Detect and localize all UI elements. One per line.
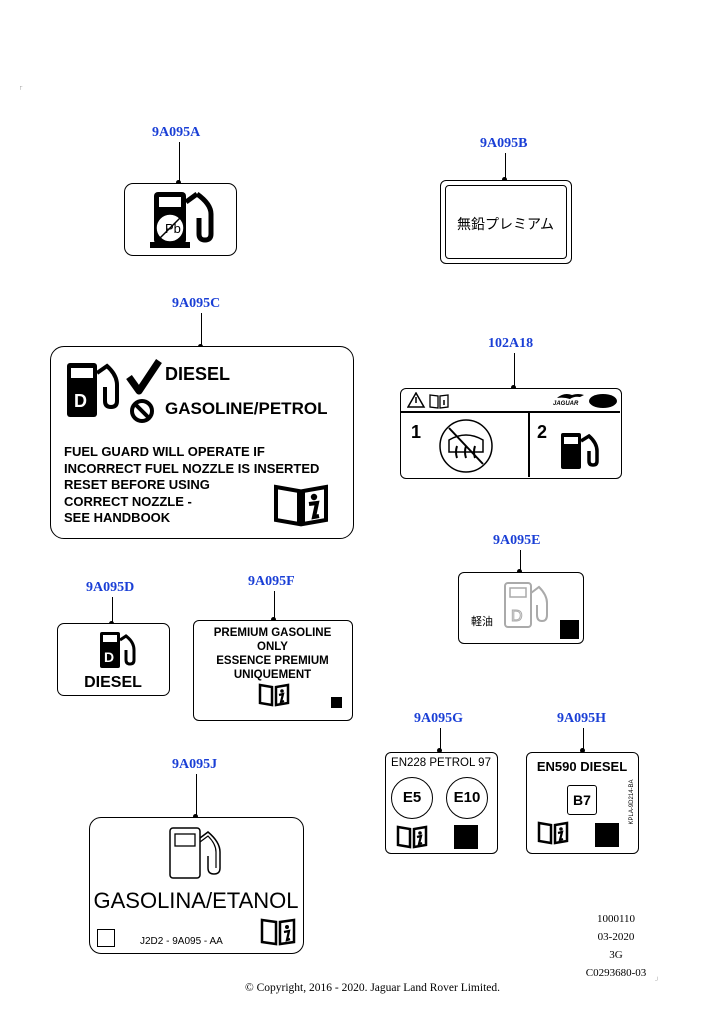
leader-line: [274, 591, 276, 622]
label-e-text: 軽油: [471, 616, 493, 628]
meta-reference: C0293680-03: [585, 967, 647, 979]
leader-line: [583, 728, 585, 753]
callout-9a095g: 9A095G: [414, 711, 463, 726]
fuel-pump-outline-icon: [169, 827, 221, 879]
handbook-info-icon: [258, 683, 290, 707]
meta-code: 3G: [609, 949, 623, 961]
label-g-title: EN228 PETROL 97: [391, 757, 491, 769]
label-9a095d: D DIESEL: [57, 623, 170, 696]
handbook-info-icon: [260, 918, 296, 946]
diesel-pump-check-icon: D: [67, 359, 162, 423]
e10-badge: E10: [446, 777, 488, 819]
leader-line: [179, 142, 181, 184]
leader-line: [505, 153, 507, 181]
label-b-text: 無鉛プレミアム: [456, 216, 555, 232]
step-1-number: 1: [411, 422, 422, 442]
callout-9a095h: 9A095H: [557, 711, 606, 726]
label-j-title: GASOLINA/ETANOL: [93, 888, 299, 913]
fuel-pump-icon: [561, 433, 599, 469]
label-c-diesel: DIESEL: [165, 364, 231, 384]
jaguar-leaper-icon: [557, 394, 584, 399]
leader-dot: [517, 569, 522, 574]
leader-line: [514, 353, 516, 390]
diesel-pump-icon: D: [100, 632, 136, 668]
label-9a095a: Pb: [124, 183, 237, 256]
black-square: [595, 823, 619, 847]
leader-line: [440, 728, 442, 753]
label-c-warning: FUEL GUARD WILL OPERATE IF INCORRECT FUE…: [64, 444, 320, 525]
handbook-info-icon: [274, 484, 328, 527]
leader-dot: [176, 180, 181, 185]
black-square: [560, 620, 579, 639]
divider: [528, 412, 530, 477]
label-9a095e: D 軽油: [458, 572, 584, 644]
leader-dot: [437, 748, 442, 753]
leader-line: [201, 313, 203, 349]
corner-mark: ┌: [18, 84, 23, 90]
no-demist-icon: [439, 419, 493, 473]
leader-dot: [193, 814, 198, 819]
callout-9a095f: 9A095F: [248, 574, 295, 589]
leader-line: [112, 597, 114, 625]
handbook-info-icon: [396, 825, 428, 849]
document-meta: 1000110 03-2020 3G C0293680-03: [580, 910, 652, 982]
label-j-code: J2D2 - 9A095 - AA: [140, 936, 223, 947]
label-9a095b: 無鉛プレミアム: [440, 180, 572, 264]
label-9a095g: EN228 PETROL 97 E5 E10: [385, 752, 498, 854]
fuel-pump-no-lead-icon: Pb: [150, 191, 214, 248]
label-9a095f: PREMIUM GASOLINE ONLY ESSENCE PREMIUM UN…: [193, 620, 353, 721]
label-9a095h: EN590 DIESEL B7 KPLA-9D214-BA: [526, 752, 639, 854]
meta-date: 03-2020: [597, 931, 635, 943]
leader-dot: [271, 617, 276, 622]
leader-dot: [511, 385, 516, 390]
b7-badge: B7: [567, 785, 597, 815]
handbook-info-icon: [537, 821, 569, 845]
copyright-text: © Copyright, 2016 - 2020. Jaguar Land Ro…: [245, 982, 500, 994]
corner-mark: ┘: [655, 978, 660, 984]
black-square: [331, 697, 342, 708]
part-code-vertical: KPLA-9D214-BA: [629, 779, 635, 825]
diesel-pump-outline-icon: D: [504, 582, 548, 628]
leader-line: [520, 550, 522, 574]
callout-102a18: 102A18: [488, 336, 534, 351]
step-2-number: 2: [537, 422, 548, 442]
label-c-gasoline: GASOLINE/PETROL: [165, 399, 328, 418]
svg-text:Pb: Pb: [165, 221, 181, 236]
label-d-text: DIESEL: [84, 674, 142, 691]
svg-text:D: D: [104, 649, 114, 665]
empty-checkbox: [97, 929, 115, 947]
callout-9a095d: 9A095D: [86, 580, 135, 595]
callout-9a095j: 9A095J: [172, 757, 218, 772]
label-h-title: EN590 DIESEL: [536, 759, 628, 774]
leader-line: [196, 774, 198, 819]
black-square: [454, 825, 478, 849]
callout-9a095a: 9A095A: [152, 125, 201, 140]
label-f-text: PREMIUM GASOLINE ONLY ESSENCE PREMIUM UN…: [213, 627, 332, 681]
callout-9a095c: 9A095C: [172, 296, 221, 311]
label-9a095j: GASOLINA/ETANOL J2D2 - 9A095 - AA: [89, 817, 304, 954]
e5-badge: E5: [391, 777, 433, 819]
meta-number: 1000110: [596, 913, 636, 925]
land-rover-oval-icon: [589, 394, 617, 408]
warning-handbook-icon: [407, 392, 449, 409]
leader-dot: [502, 177, 507, 182]
callout-9a095e: 9A095E: [493, 533, 541, 548]
svg-text:D: D: [511, 608, 523, 625]
callout-9a095b: 9A095B: [480, 136, 528, 151]
brand-text: JAGUAR: [553, 401, 579, 407]
divider: [401, 411, 620, 413]
leader-dot: [580, 748, 585, 753]
label-102a18: JAGUAR 1 2: [400, 388, 622, 479]
svg-text:D: D: [74, 391, 87, 411]
label-9a095c: D DIESEL GASOLINE/PETROL FUEL GUARD WILL…: [50, 346, 354, 539]
